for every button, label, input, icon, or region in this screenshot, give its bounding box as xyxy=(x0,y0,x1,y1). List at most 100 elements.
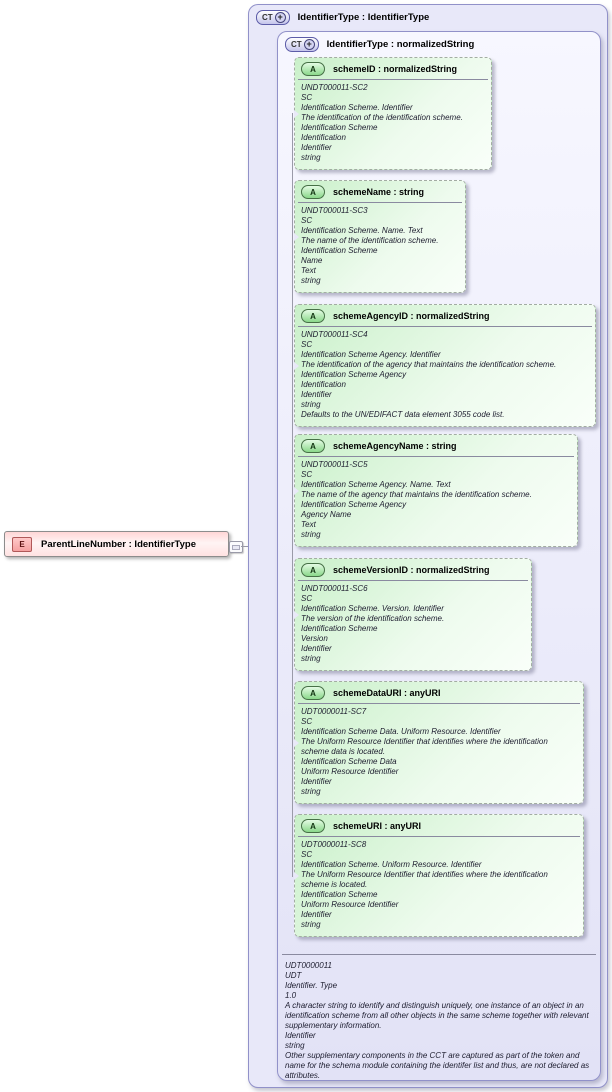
doc-line: Version xyxy=(301,634,328,643)
doc-line: Identifier xyxy=(301,910,332,919)
doc-line: UDT0000011-SC8 xyxy=(301,840,367,849)
header-separator xyxy=(298,836,580,837)
attribute-schemeagencyid[interactable]: A schemeAgencyID : normalizedString UNDT… xyxy=(294,304,596,427)
expand-plus-icon[interactable]: + xyxy=(303,39,315,50)
doc-line: Identification Scheme xyxy=(301,246,378,255)
attribute-header: A schemeAgencyName : string xyxy=(295,435,577,455)
doc-line: string xyxy=(301,920,321,929)
attribute-header: A schemeURI : anyURI xyxy=(295,815,583,835)
attribute-title: schemeVersionID : normalizedString xyxy=(333,565,490,575)
doc-line: Text xyxy=(301,520,316,529)
complextype-identifiertype-outer[interactable]: CT + IdentifierType : IdentifierType CT … xyxy=(248,4,608,1088)
outer-ct-header: CT + IdentifierType : IdentifierType xyxy=(249,5,607,25)
attribute-icon: A xyxy=(301,439,325,453)
attribute-schemeversionid[interactable]: A schemeVersionID : normalizedString UND… xyxy=(294,558,532,671)
doc-line: SC xyxy=(301,717,313,726)
doc-line: string xyxy=(301,654,321,663)
attribute-header: A schemeName : string xyxy=(295,181,465,201)
doc-line: Identification Scheme xyxy=(301,890,378,899)
doc-line: Identifier xyxy=(301,390,332,399)
doc-line: Name xyxy=(301,256,323,265)
doc-line: Identification Scheme Agency. Name. Text xyxy=(301,480,451,489)
doc-line: SC xyxy=(301,470,313,479)
expand-plus-icon[interactable]: + xyxy=(274,12,286,23)
doc-line: Identification Scheme xyxy=(301,624,378,633)
attribute-rake-line xyxy=(292,113,293,877)
doc-line: Identifier xyxy=(285,1031,316,1040)
attribute-title: schemeURI : anyURI xyxy=(333,821,422,831)
doc-line: UNDT000011-SC6 xyxy=(301,584,368,593)
doc-line: string xyxy=(285,1041,305,1050)
doc-line: UDT0000011-SC7 xyxy=(301,707,367,716)
attribute-header: A schemeVersionID : normalizedString xyxy=(295,559,531,579)
doc-line: The identification of the agency that ma… xyxy=(301,360,557,369)
doc-line: Defaults to the UN/EDIFACT data element … xyxy=(301,410,505,419)
doc-line: Identification Scheme xyxy=(301,123,378,132)
element-title: ParentLineNumber : IdentifierType xyxy=(41,538,197,550)
complextype-icon: CT + xyxy=(285,37,319,52)
doc-line: string xyxy=(301,153,321,162)
attribute-icon: A xyxy=(301,686,325,700)
doc-line: Identifier. Type xyxy=(285,981,338,990)
doc-line: Identification Scheme Agency. Identifier xyxy=(301,350,441,359)
header-separator xyxy=(298,79,488,80)
attribute-icon: A xyxy=(301,563,325,577)
attribute-icon: A xyxy=(301,185,325,199)
doc-line: Identification Scheme. Name. Text xyxy=(301,226,423,235)
header-separator xyxy=(298,580,528,581)
doc-line: The Uniform Resource Identifier that ide… xyxy=(301,870,548,889)
doc-line: The identification of the identification… xyxy=(301,113,463,122)
doc-line: Identification Scheme Agency xyxy=(301,500,407,509)
doc-line: 1.0 xyxy=(285,991,297,1000)
attribute-title: schemeAgencyID : normalizedString xyxy=(333,311,490,321)
doc-line: Identification Scheme. Identifier xyxy=(301,103,413,112)
header-separator xyxy=(298,703,580,704)
doc-line: string xyxy=(301,276,321,285)
doc-line: Uniform Resource Identifier xyxy=(301,767,399,776)
doc-line: UDT xyxy=(285,971,302,980)
doc-line: string xyxy=(301,400,321,409)
doc-line: SC xyxy=(301,340,313,349)
doc-line: Uniform Resource Identifier xyxy=(301,900,399,909)
doc-line: The name of the identification scheme. xyxy=(301,236,439,245)
doc-line: Identification Scheme. Version. Identifi… xyxy=(301,604,444,613)
doc-line: Identification Scheme Agency xyxy=(301,370,407,379)
doc-line: UNDT000011-SC2 xyxy=(301,83,368,92)
element-parentlinenumber[interactable]: E ParentLineNumber : IdentifierType xyxy=(4,531,229,557)
doc-line: SC xyxy=(301,594,313,603)
element-icon: E xyxy=(12,536,32,552)
complextype-icon-label: CT xyxy=(262,13,273,22)
doc-line: The Uniform Resource Identifier that ide… xyxy=(301,737,548,756)
doc-line: Identification Scheme Data xyxy=(301,757,397,766)
doc-line: Identification Scheme Data. Uniform Reso… xyxy=(301,727,501,736)
documentation-separator xyxy=(282,954,596,955)
doc-line: Identification Scheme. Uniform Resource.… xyxy=(301,860,482,869)
attribute-title: schemeID : normalizedString xyxy=(333,64,458,74)
doc-line: UNDT000011-SC5 xyxy=(301,460,368,469)
doc-line: UNDT000011-SC3 xyxy=(301,206,368,215)
attribute-schemeid[interactable]: A schemeID : normalizedString UNDT000011… xyxy=(294,57,492,170)
doc-line: Identifier xyxy=(301,644,332,653)
complextype-identifiertype-inner[interactable]: CT + IdentifierType : normalizedString A… xyxy=(277,31,601,1081)
doc-line: Identifier xyxy=(301,777,332,786)
attribute-header: A schemeDataURI : anyURI xyxy=(295,682,583,702)
complextype-icon: CT + xyxy=(256,10,290,25)
doc-line: UNDT000011-SC4 xyxy=(301,330,368,339)
attribute-schemeagencyname[interactable]: A schemeAgencyName : string UNDT000011-S… xyxy=(294,434,578,547)
collapse-handle-icon[interactable] xyxy=(229,541,243,553)
inner-ct-title: IdentifierType : normalizedString xyxy=(326,39,475,50)
doc-line: The name of the agency that maintains th… xyxy=(301,490,532,499)
attribute-title: schemeName : string xyxy=(333,187,425,197)
doc-line: string xyxy=(301,530,321,539)
doc-line: string xyxy=(301,787,321,796)
attribute-icon: A xyxy=(301,309,325,323)
attribute-icon: A xyxy=(301,62,325,76)
